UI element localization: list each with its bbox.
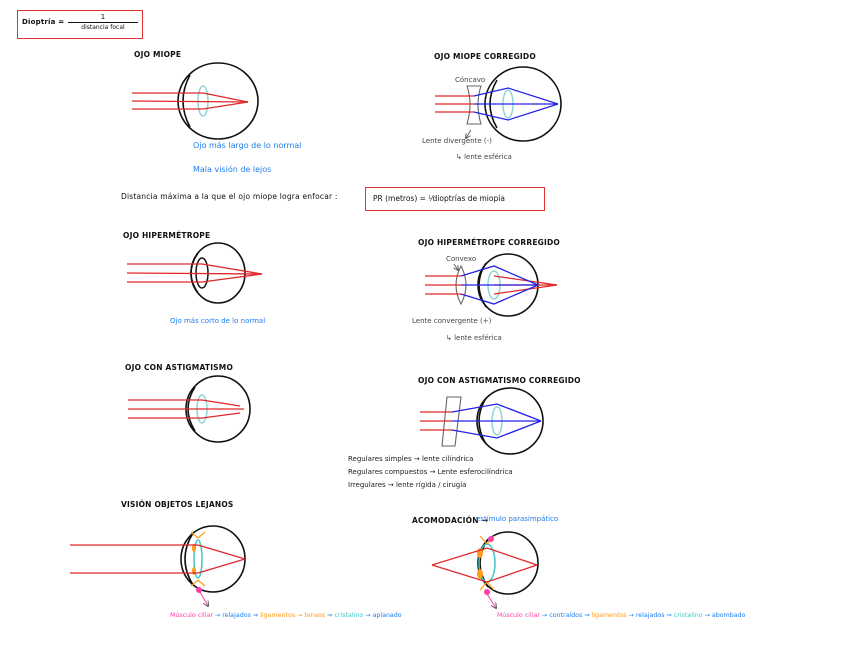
eye-hipermetrope-corregido <box>425 253 558 317</box>
pr-formula: PR (metros) = ¹⁄dioptrías de miopía <box>373 194 505 203</box>
miope-lens-type: Lente divergente (-) <box>422 137 492 145</box>
formula-denominator: distancia focal <box>81 24 125 31</box>
miope-note-long: Ojo más largo de lo normal <box>193 141 302 150</box>
chain-segment: ligamentos <box>260 612 298 619</box>
chain-segment: → contraídos <box>541 612 585 619</box>
hipermetrope-lens-sub: ↳ lente esférica <box>446 334 502 342</box>
heading-ojo-hipermetrope: OJO HIPERMÉTROPE <box>123 231 211 240</box>
chain-segment: ⇒ <box>584 612 592 619</box>
eye-miope <box>131 62 259 140</box>
chain-segment: cristalino <box>334 612 366 619</box>
eye-hipermetrope <box>126 242 263 304</box>
bottom-left-chain: Músculo ciliar → relajados ⇒ ligamentos … <box>170 612 402 619</box>
pr-description: Distancia máxima a la que el ojo miope l… <box>121 192 338 201</box>
heading-ojo-miope: OJO MIOPE <box>134 50 182 59</box>
astigmatismo-line-2: Regulares compuestos → Lente esferocilín… <box>348 468 513 476</box>
chain-segment: Músculo ciliar <box>170 612 215 619</box>
chain-segment: cristalino <box>673 612 705 619</box>
heading-ojo-hipermetrope-corregido: OJO HIPERMÉTROPE CORREGIDO <box>418 238 561 247</box>
chain-segment: → tensos <box>297 612 328 619</box>
formula-numerator: 1 <box>100 13 106 21</box>
heading-ojo-astigmatismo-corregido: OJO CON ASTIGMATISMO CORREGIDO <box>418 376 581 385</box>
formula-box <box>17 10 143 39</box>
chain-segment: ⇒ <box>327 612 335 619</box>
astigmatismo-line-3: Irregulares → lente rígida / cirugía <box>348 481 467 489</box>
eye-acomodacion <box>431 531 539 608</box>
chain-segment: → relajados <box>628 612 667 619</box>
chain-segment: → relajados <box>214 612 253 619</box>
chain-segment: ligamentos <box>591 612 629 619</box>
heading-ojo-miope-corregido: OJO MIOPE CORREGIDO <box>434 52 536 61</box>
acomodacion-stimulus: estímulo parasimpático <box>476 515 559 523</box>
heading-vision-lejanos: VISIÓN OBJETOS LEJANOS <box>121 500 234 509</box>
hipermetrope-note-short: Ojo más corto de lo normal <box>170 317 266 325</box>
heading-acomodacion: ACOMODACIÓN → <box>412 516 488 525</box>
bottom-right-chain: Músculo ciliar → contraídos ⇒ ligamentos… <box>497 612 745 619</box>
pr-formula-box <box>365 187 545 211</box>
eye-astigmatismo-corregido <box>420 387 544 455</box>
miope-lens-label: Cóncavo <box>455 76 486 84</box>
chain-segment: Músculo ciliar <box>497 612 542 619</box>
miope-note-bad-vision: Mala visión de lejos <box>193 165 272 174</box>
eye-miope-corregido <box>435 66 562 142</box>
heading-ojo-astigmatismo: OJO CON ASTIGMATISMO <box>125 363 234 372</box>
miope-lens-sub: ↳ lente esférica <box>456 153 512 161</box>
chain-segment: ⇒ <box>252 612 261 619</box>
hipermetrope-lens-label: Convexo <box>446 255 477 263</box>
chain-segment: → abombado <box>704 612 746 619</box>
formula-fraction: 1 distancia focal <box>68 13 138 31</box>
formula-lhs: Dioptría = <box>22 18 65 26</box>
eye-vision-lejanos <box>70 525 246 606</box>
chain-segment: ⇒ <box>666 612 674 619</box>
hipermetrope-lens-type: Lente convergente (+) <box>412 317 492 325</box>
astigmatismo-line-1: Regulares simples → lente cilíndrica <box>348 455 474 463</box>
chain-segment: → aplanado <box>365 612 402 619</box>
eye-astigmatismo <box>128 375 251 443</box>
